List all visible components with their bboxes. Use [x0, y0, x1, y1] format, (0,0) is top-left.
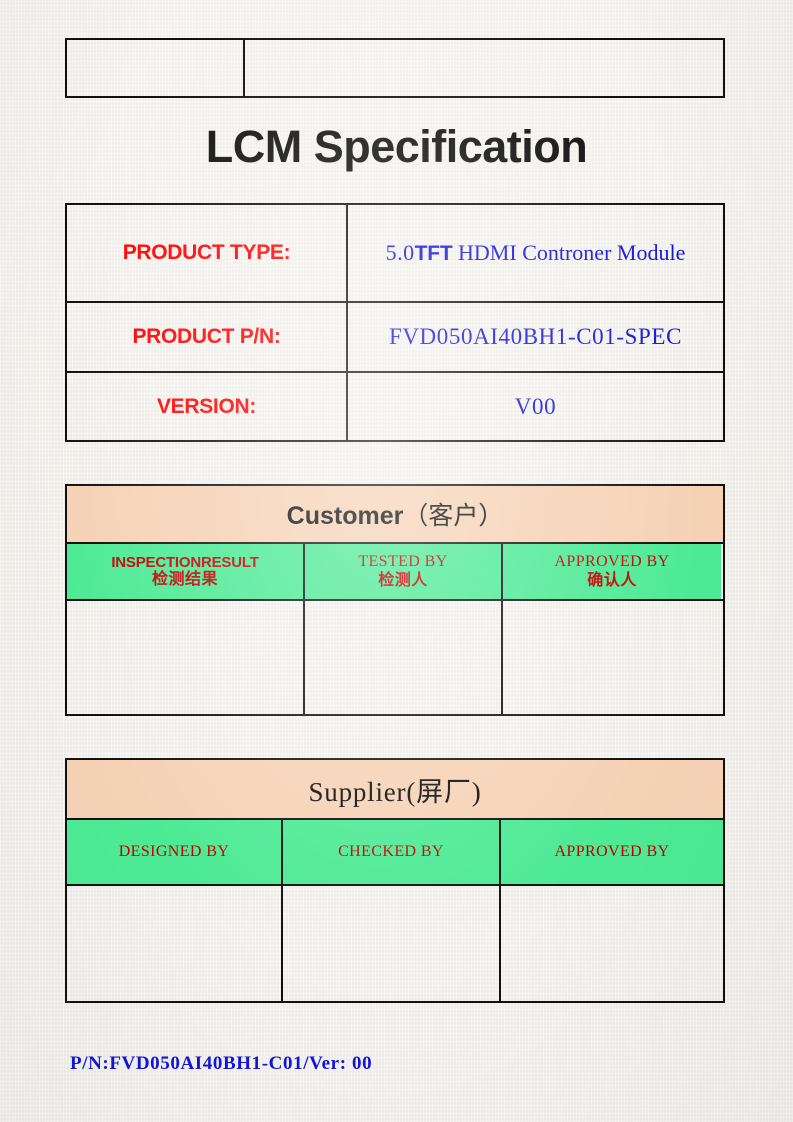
- product-info-table: PRODUCT TYPE: 5.0TFT HDMI Controner Modu…: [65, 203, 725, 442]
- customer-header-approved-by-en: APPROVED BY: [554, 553, 670, 571]
- supplier-header-row: DESIGNED BY CHECKED BY APPROVED BY: [67, 820, 723, 886]
- header-strip-row: [67, 40, 723, 96]
- product-pn-row: PRODUCT P/N: FVD050AI40BH1-C01-SPEC: [67, 303, 723, 373]
- version-label: VERSION:: [67, 373, 348, 440]
- product-type-row: PRODUCT TYPE: 5.0TFT HDMI Controner Modu…: [67, 205, 723, 303]
- customer-header-tested-by-en: TESTED BY: [358, 553, 448, 571]
- customer-header-inspection-result-cjk: 检测结果: [151, 570, 218, 588]
- product-type-rest: HDMI Controner Module: [452, 239, 686, 265]
- customer-title-en: Customer: [286, 502, 404, 530]
- customer-title-band: Customer（客户）: [67, 486, 723, 544]
- customer-signature-inspection-result[interactable]: [67, 601, 305, 714]
- supplier-title: Supplier(屏厂): [308, 776, 482, 807]
- supplier-header-checked-by-en: CHECKED BY: [338, 842, 444, 860]
- customer-header-inspection-result: INSPECTIONRESULT 检测结果: [67, 544, 305, 599]
- customer-signature-tested-by[interactable]: [305, 601, 503, 714]
- supplier-signature-checked-by[interactable]: [283, 886, 501, 1001]
- product-type-value: 5.0TFT HDMI Controner Module: [380, 240, 692, 267]
- customer-header-approved-by: APPROVED BY 确认人: [503, 544, 721, 599]
- header-strip-cell-right[interactable]: [245, 40, 723, 96]
- header-strip-cell-left[interactable]: [67, 40, 245, 96]
- customer-signature-approved-by[interactable]: [503, 601, 721, 714]
- supplier-signature-designed-by[interactable]: [67, 886, 283, 1001]
- customer-header-approved-by-cjk: 确认人: [587, 571, 637, 589]
- supplier-header-designed-by: DESIGNED BY: [67, 820, 283, 884]
- supplier-signature-row: [67, 886, 723, 1001]
- product-pn-value[interactable]: FVD050AI40BH1-C01-SPEC: [388, 324, 683, 349]
- product-type-tech: TFT: [414, 241, 453, 265]
- header-strip-table: [65, 38, 725, 98]
- customer-header-tested-by: TESTED BY 检测人: [305, 544, 503, 599]
- supplier-title-band: Supplier(屏厂): [67, 760, 723, 820]
- product-type-value-cell[interactable]: 5.0TFT HDMI Controner Module: [348, 205, 723, 301]
- supplier-header-designed-by-en: DESIGNED BY: [118, 842, 230, 860]
- version-row: VERSION: V00: [67, 373, 723, 440]
- product-type-label: PRODUCT TYPE:: [67, 205, 348, 301]
- page-title: LCM Specification: [205, 121, 588, 172]
- customer-title-cjk: （客户）: [403, 503, 504, 530]
- supplier-header-approved-by: APPROVED BY: [501, 820, 723, 884]
- customer-signature-row: [67, 601, 723, 714]
- supplier-approval-table: Supplier(屏厂) DESIGNED BY CHECKED BY APPR…: [65, 758, 725, 1003]
- customer-approval-table: Customer（客户） INSPECTIONRESULT 检测结果 TESTE…: [65, 484, 725, 716]
- customer-title: Customer（客户）: [287, 496, 504, 532]
- version-value[interactable]: V00: [514, 393, 557, 419]
- footer-part-number: P/N:FVD050AI40BH1-C01/Ver: 00: [70, 1053, 373, 1074]
- customer-header-inspection-result-en: INSPECTIONRESULT: [111, 553, 259, 571]
- supplier-header-checked-by: CHECKED BY: [283, 820, 501, 884]
- customer-header-tested-by-cjk: 检测人: [378, 571, 428, 589]
- product-pn-label: PRODUCT P/N:: [67, 303, 348, 371]
- customer-header-row: INSPECTIONRESULT 检测结果 TESTED BY 检测人 APPR…: [67, 544, 723, 601]
- supplier-signature-approved-by[interactable]: [501, 886, 723, 1001]
- product-type-size: 5.0: [385, 239, 415, 265]
- supplier-header-approved-by-en: APPROVED BY: [554, 842, 670, 860]
